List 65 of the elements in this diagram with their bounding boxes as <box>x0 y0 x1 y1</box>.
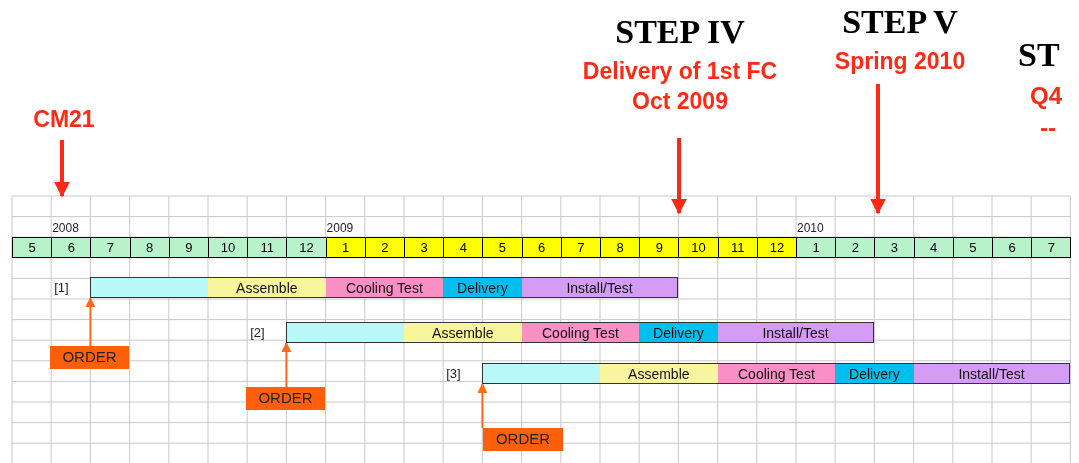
arrow <box>85 297 96 347</box>
month-cell: 11 <box>717 237 758 258</box>
timeline-bar: Assemble <box>208 277 326 298</box>
timeline-bar: Delivery <box>443 277 522 298</box>
month-cell: 4 <box>443 237 484 258</box>
month-cell: 3 <box>404 237 445 258</box>
step-heading: ST <box>1018 38 1060 72</box>
arrow <box>671 138 687 215</box>
month-cell: 11 <box>247 237 288 258</box>
timeline-bar: Assemble <box>404 322 522 343</box>
month-cell: 7 <box>560 237 601 258</box>
arrow <box>870 84 886 215</box>
month-cell: 10 <box>678 237 719 258</box>
year-label: 2008 <box>52 221 79 234</box>
month-cell: 12 <box>756 237 797 258</box>
timeline-bar: Delivery <box>835 363 914 384</box>
timeline-bar: Install/Test <box>717 322 875 343</box>
row-number: [1] <box>54 281 69 294</box>
arrow <box>477 383 488 429</box>
month-cell: 4 <box>913 237 954 258</box>
month-cell: 1 <box>325 237 366 258</box>
timeline-bar: Cooling Test <box>325 277 444 298</box>
month-cell: 12 <box>286 237 327 258</box>
step-heading: STEP IV <box>615 12 745 52</box>
timeline-bar: Assemble <box>600 363 718 384</box>
month-cell: 6 <box>521 237 562 258</box>
timeline-bar: Cooling Test <box>521 322 640 343</box>
milestone-label: Delivery of 1st FC Oct 2009 <box>581 57 779 116</box>
milestone-label: Spring 2010 <box>834 47 966 76</box>
month-cell: 5 <box>12 237 53 258</box>
arrow <box>54 140 70 198</box>
month-cell: 6 <box>51 237 92 258</box>
order-tag: ORDER <box>50 346 129 369</box>
row-number: [2] <box>250 326 265 339</box>
milestone-label: CM21 <box>33 105 95 134</box>
timeline-bar: Cooling Test <box>717 363 836 384</box>
month-cell: 6 <box>992 237 1033 258</box>
month-cell: 8 <box>129 237 170 258</box>
timeline-bar <box>286 322 404 343</box>
month-cell: 3 <box>874 237 915 258</box>
timeline-bar: Install/Test <box>521 277 679 298</box>
month-cell: 1 <box>796 237 837 258</box>
month-cell: 5 <box>952 237 993 258</box>
arrow <box>281 342 292 388</box>
month-cell: 9 <box>639 237 680 258</box>
month-cell: 10 <box>208 237 249 258</box>
month-cell: 8 <box>600 237 641 258</box>
order-tag: ORDER <box>483 428 563 451</box>
step-heading: STEP V <box>842 2 958 42</box>
year-label: 2010 <box>797 221 824 234</box>
month-cell: 2 <box>364 237 405 258</box>
month-cell: 2 <box>835 237 876 258</box>
month-cell: 7 <box>1031 237 1072 258</box>
month-cell: 9 <box>168 237 209 258</box>
timeline-bar <box>482 363 600 384</box>
order-tag: ORDER <box>246 387 325 410</box>
milestone-label: -- <box>1040 116 1056 140</box>
row-number: [3] <box>446 367 461 380</box>
year-label: 2009 <box>326 221 354 234</box>
timeline-bar: Delivery <box>639 322 718 343</box>
timeline-bar <box>90 277 208 298</box>
milestone-label: Q4 <box>1030 84 1062 108</box>
month-cell: 7 <box>90 237 131 258</box>
month-cell: 5 <box>482 237 523 258</box>
timeline-bar: Install/Test <box>913 363 1071 384</box>
